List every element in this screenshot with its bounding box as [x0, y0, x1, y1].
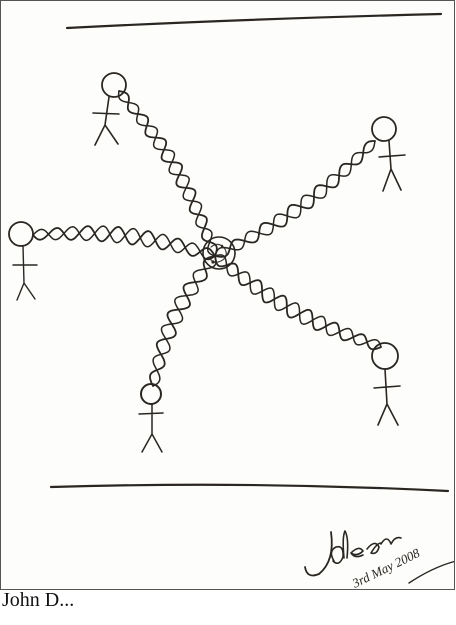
- strand-top-right-a: [214, 140, 376, 258]
- strand-bottom-left-a: [149, 255, 216, 387]
- top-rule-line: [65, 12, 443, 30]
- strand-left-a: [32, 225, 216, 257]
- strand-bottom-left-b: [152, 255, 217, 387]
- handwritten-date-text: 3rd May 2008: [349, 545, 423, 590]
- bottom-rule-line: [49, 483, 450, 493]
- hand-drawing: 3rd May 2008: [8, 12, 454, 590]
- strand-top-left-a: [118, 90, 218, 257]
- stick-figure-bottom-right: [371, 342, 401, 426]
- drawing-sheet: 3rd May 2008: [0, 0, 455, 590]
- strand-left-b: [32, 225, 216, 261]
- stick-figure-top-right: [371, 116, 406, 192]
- handwritten-date: 3rd May 2008: [349, 545, 423, 590]
- date-underline: [408, 560, 454, 584]
- strand-top-left-b: [117, 90, 216, 257]
- twisted-strands: [32, 90, 382, 387]
- caption-text: John D...: [2, 590, 75, 611]
- stick-figure-top-left: [92, 72, 127, 146]
- handwritten-signature: [304, 530, 402, 577]
- strand-bottom-right-a: [214, 255, 382, 351]
- stick-figure-bottom-left: [138, 383, 164, 453]
- strand-bottom-right-b: [214, 254, 382, 348]
- stick-figure-left: [8, 221, 38, 301]
- strand-top-right-b: [214, 140, 376, 257]
